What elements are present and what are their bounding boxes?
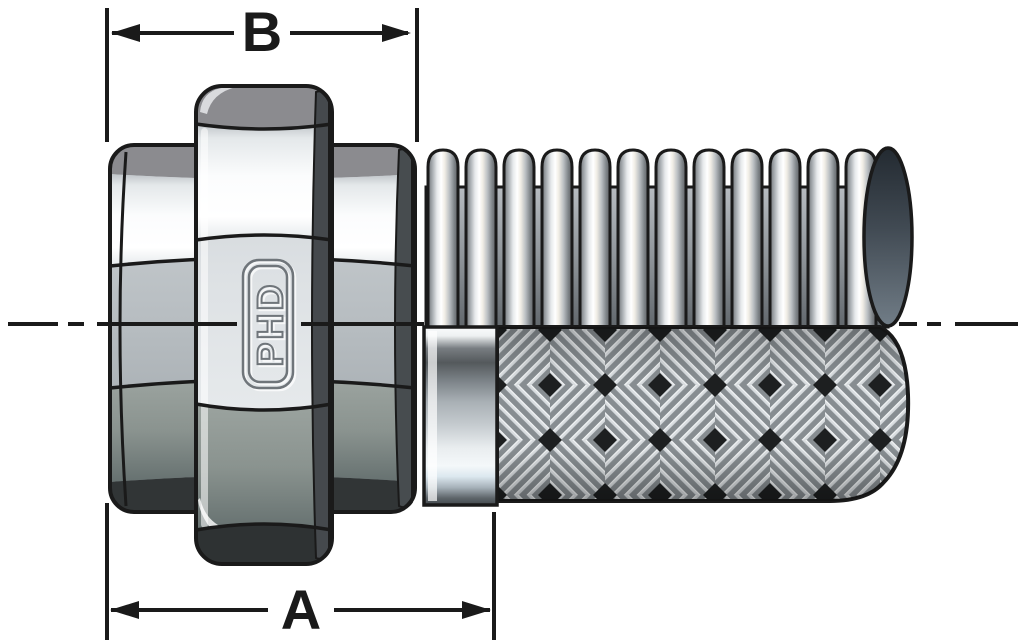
corrugation-fin	[502, 148, 536, 331]
nut-top-chamfer	[196, 86, 332, 129]
dim-a-arrow-right	[462, 601, 491, 619]
corrugation-fin	[540, 148, 574, 331]
nut-bottom-chamfer	[196, 524, 332, 564]
hex-right-bevel	[394, 148, 413, 509]
nut-face-bottom	[196, 404, 332, 530]
nut-face-top	[196, 124, 332, 240]
corrugation-fins	[426, 148, 878, 331]
corrugation-fin	[692, 148, 726, 331]
corrugation-fin	[616, 148, 650, 331]
dimension-b: B	[105, 0, 419, 142]
hose-cut-end	[862, 146, 914, 328]
stamped-logo: PHD PHD	[241, 258, 297, 392]
swivel-hex-nut	[194, 84, 334, 566]
logo-text: PHD	[250, 281, 291, 366]
dim-a-arrow-left	[110, 601, 139, 619]
dimension-b-label: B	[242, 0, 282, 63]
dimension-a-label: A	[281, 578, 321, 641]
dim-b-arrow-left	[111, 24, 140, 42]
braid-shading	[497, 327, 909, 501]
nut-top-highlight	[200, 87, 236, 114]
corrugation-fin	[578, 148, 612, 331]
corrugated-hose	[424, 148, 890, 331]
dim-b-arrow-right	[382, 24, 411, 42]
ferrule-highlight	[428, 331, 437, 501]
corrugation-fin	[730, 148, 764, 331]
corrugation-fin	[806, 148, 840, 331]
corrugation-fin	[426, 148, 460, 331]
braided-sheath	[495, 325, 911, 503]
corrugation-fin	[768, 148, 802, 331]
corrugation-fin	[464, 148, 498, 331]
dimension-a: A	[105, 503, 496, 641]
corrugation-fin	[654, 148, 688, 331]
hex-left-edge	[118, 151, 128, 507]
ferrule-collar	[422, 325, 499, 507]
nut-left-highlight	[201, 128, 208, 528]
